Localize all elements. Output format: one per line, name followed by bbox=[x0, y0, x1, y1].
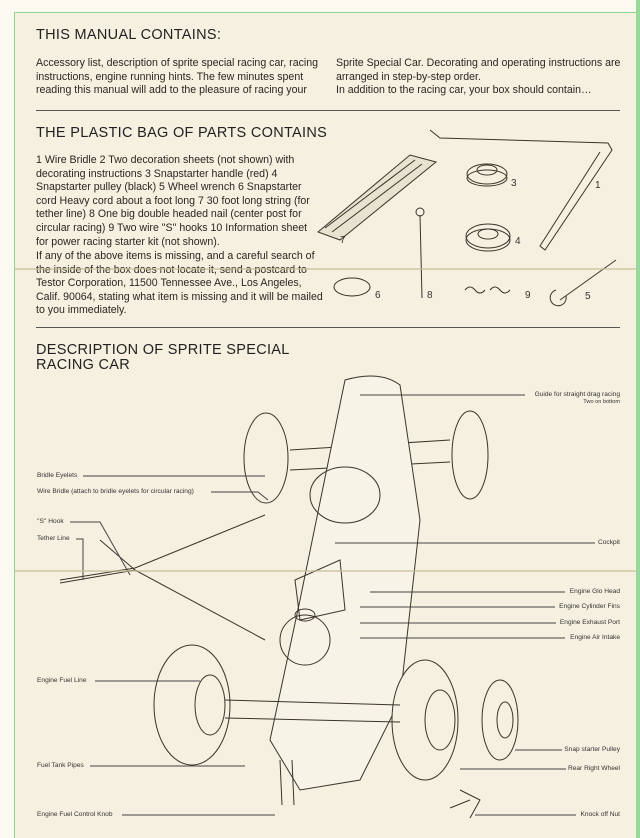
label-knock-off-nut: Knock off Nut bbox=[580, 811, 620, 818]
wire-bridle-illustration bbox=[429, 129, 613, 251]
part-number-3: 3 bbox=[511, 178, 517, 189]
label-engine-fuel-control-knob: Engine Fuel Control Knob bbox=[37, 811, 113, 818]
label-engine-air-intake: Engine Air Intake bbox=[570, 634, 620, 641]
label-s-hook: ''S'' Hook bbox=[37, 518, 64, 525]
label-bridle-eyelets: Bridle Eyelets bbox=[37, 472, 78, 479]
parts-list: 1 Wire Bridle 2 Two decoration sheets (n… bbox=[36, 154, 310, 248]
intro-title: THIS MANUAL CONTAINS: bbox=[36, 27, 222, 43]
description-title-line2: RACING CAR bbox=[36, 357, 131, 373]
label-two-on-bottom: Two on bottom bbox=[583, 399, 620, 405]
label-engine-fuel-line: Engine Fuel Line bbox=[37, 677, 87, 684]
snapstarter-pulley-illustration bbox=[465, 223, 511, 252]
divider bbox=[36, 327, 620, 328]
label-cockpit: Cockpit bbox=[598, 539, 620, 546]
label-tether-line: Tether Line bbox=[37, 535, 70, 542]
paper-fold bbox=[14, 268, 636, 270]
part-number-4: 4 bbox=[515, 236, 521, 247]
intro-text-col2: Sprite Special Car. Decorating and opera… bbox=[336, 57, 621, 83]
label-engine-exhaust-port: Engine Exhaust Port bbox=[559, 619, 620, 626]
page-edge-right bbox=[636, 0, 640, 838]
label-snap-starter-pulley: Snap starter Pulley bbox=[564, 746, 620, 753]
page-edge-left bbox=[0, 0, 15, 838]
part-number-6: 6 bbox=[375, 290, 381, 301]
string-bundle-illustration bbox=[317, 154, 438, 241]
part-number-8: 8 bbox=[427, 290, 433, 301]
part-number-1: 1 bbox=[595, 180, 601, 191]
label-fuel-tank-pipes: Fuel Tank Pipes bbox=[37, 762, 84, 769]
divider bbox=[36, 110, 620, 111]
parts-title: THE PLASTIC BAG OF PARTS CONTAINS bbox=[36, 125, 328, 141]
intro-text-col1: Accessory list, description of sprite sp… bbox=[36, 57, 319, 97]
wrench-illustration bbox=[549, 259, 617, 307]
part-number-7: 7 bbox=[340, 235, 346, 246]
part-number-5: 5 bbox=[585, 291, 591, 302]
racing-car-illustration bbox=[59, 375, 519, 819]
label-engine-cylinder-fins: Engine Cylinder Fins bbox=[559, 603, 620, 610]
paper-fold bbox=[14, 570, 636, 572]
label-engine-glo-head: Engine Glo Head bbox=[569, 588, 620, 595]
snapstarter-handle-illustration bbox=[466, 163, 508, 187]
cord-illustration bbox=[333, 277, 371, 297]
part-number-9: 9 bbox=[525, 290, 531, 301]
s-hooks-illustration bbox=[464, 286, 511, 294]
label-wire-bridle: Wire Bridle (attach to bridle eyelets fo… bbox=[37, 488, 194, 495]
leader-lines bbox=[70, 394, 595, 816]
intro-text-col2-b: In addition to the racing car, your box … bbox=[336, 84, 592, 96]
nail-illustration bbox=[415, 207, 425, 299]
label-guide-drag-racing: Guide for straight drag racing bbox=[534, 391, 620, 398]
description-title-line1: DESCRIPTION OF SPRITE SPECIAL bbox=[36, 342, 290, 358]
page-edge-top bbox=[14, 0, 636, 13]
label-rear-right-wheel: Rear Right Wheel bbox=[567, 765, 620, 772]
missing-notice: If any of the above items is missing, an… bbox=[36, 250, 323, 317]
